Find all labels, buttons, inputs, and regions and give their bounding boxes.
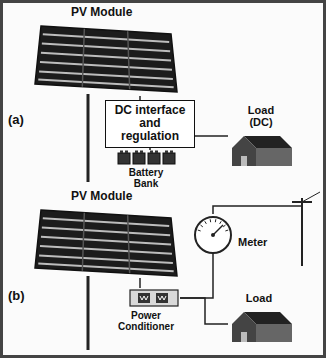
panel-stripe [43, 218, 169, 226]
pv-module: PV Module [35, 6, 180, 96]
node-label: PV Module [71, 6, 180, 19]
panel-stripe [43, 34, 169, 42]
wire [180, 254, 213, 298]
house-side [256, 324, 292, 342]
meter-tick [205, 221, 207, 224]
meter-needle [213, 225, 223, 235]
panel-stripe [39, 255, 173, 263]
battery-cell [148, 153, 160, 164]
conditioner-symbol [140, 296, 148, 300]
utility-wire [302, 192, 320, 202]
panel-letter: (a) [8, 112, 24, 127]
panel-stripe [42, 44, 170, 52]
mounting-pole [87, 94, 90, 182]
house-door [241, 156, 247, 166]
house-gable [232, 136, 256, 166]
pv-module: PV Module [35, 190, 180, 278]
battery-cell [118, 153, 130, 164]
meter-tick [225, 230, 228, 232]
node-label: PV Module [71, 190, 180, 203]
load-house: Load [228, 292, 290, 344]
node-label: Load (DC) [240, 104, 282, 128]
panel-divider [128, 215, 130, 273]
meter-tick [220, 221, 222, 224]
solar-panel [35, 210, 177, 276]
battery-cell [133, 153, 145, 164]
panel-stripe [38, 264, 173, 272]
wire [195, 135, 228, 137]
meter-hub [211, 233, 215, 237]
panel-divider [128, 31, 130, 89]
battery-cell [163, 153, 175, 164]
battery-terminal [125, 151, 128, 154]
battery-terminal [135, 151, 138, 154]
panel-stripe [42, 228, 170, 236]
panel-stripe [39, 71, 173, 79]
house-side [256, 148, 292, 166]
panel-stripe [40, 62, 172, 70]
panel-letter: (b) [8, 288, 25, 303]
grid-wire [213, 206, 302, 214]
meter-tick [223, 225, 225, 227]
panel-stripe [41, 53, 171, 61]
load-house: Load (DC) [228, 104, 294, 168]
meter-tick [198, 230, 201, 232]
wire [180, 298, 228, 324]
battery-terminal [155, 151, 158, 154]
panel-divider [82, 29, 84, 87]
node-label: Battery Bank [122, 167, 170, 189]
wire [139, 278, 141, 288]
meter-tick [200, 225, 202, 227]
panel-divider [82, 213, 84, 271]
process-box: DC interface and regulation [105, 100, 195, 148]
node-label: Load [234, 292, 284, 304]
panel-art [35, 6, 180, 96]
panel-art [35, 190, 180, 278]
panel-stripe [38, 80, 173, 88]
node-label: DC interface and regulation [110, 104, 190, 144]
wire [149, 148, 151, 150]
conditioner-symbol [158, 296, 166, 300]
battery-terminal [120, 151, 123, 154]
conditioner-display [138, 293, 150, 303]
battery-bank: Battery Bank [110, 150, 182, 189]
meter: Meter [194, 214, 286, 254]
meter-dial [195, 217, 231, 253]
house-gable [232, 312, 256, 342]
panel-stripe [41, 237, 171, 245]
battery-terminal [150, 151, 153, 154]
house-art [228, 132, 294, 168]
meter-tick [215, 219, 217, 222]
power-conditioner: Power Conditioner [112, 288, 180, 332]
node-label: Meter [238, 236, 286, 248]
node-label: Power Conditioner [115, 310, 177, 332]
panel-stripe [40, 246, 172, 254]
solar-panel [35, 26, 177, 92]
house-art [228, 308, 294, 344]
battery-terminal [170, 151, 173, 154]
utility-pole [301, 198, 303, 266]
meter-tick [210, 219, 212, 222]
house-door [241, 332, 247, 342]
mounting-pole [87, 276, 90, 350]
conditioner-box [130, 290, 178, 306]
battery-terminal [165, 151, 168, 154]
battery-terminal [140, 151, 143, 154]
conditioner-display [156, 293, 168, 303]
